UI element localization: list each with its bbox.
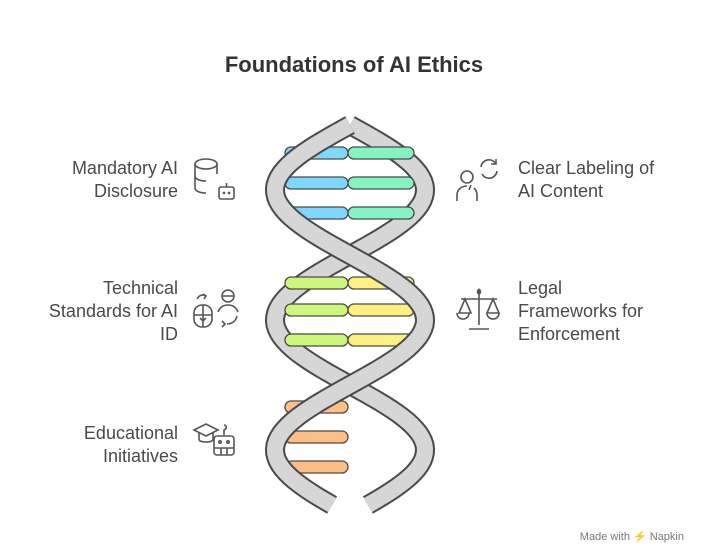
base-pair-rung-3-right [347, 206, 415, 220]
base-pair-rung-5-left [284, 303, 349, 317]
base-pair-rung-6-left [284, 333, 349, 347]
helix-strand-front [264, 116, 436, 514]
base-pair-rung-2-left [284, 176, 349, 190]
base-pair-rung-4-left [284, 276, 349, 290]
person-refresh-icon [456, 159, 498, 201]
base-pair-rung-2-right [347, 176, 415, 190]
mouse-person-exchange-icon [193, 289, 239, 328]
scales-icon [456, 288, 501, 330]
graduation-robot-icon [192, 423, 235, 456]
helix-strand-back [264, 116, 436, 514]
footer-watermark: Made with ⚡ Napkin [579, 531, 684, 543]
diagram-title: Foundations of AI Ethics [224, 52, 484, 77]
database-robot-icon [194, 158, 235, 200]
base-pair-rung-5-right [347, 303, 415, 317]
base-pair-rung-1-right [347, 146, 415, 160]
